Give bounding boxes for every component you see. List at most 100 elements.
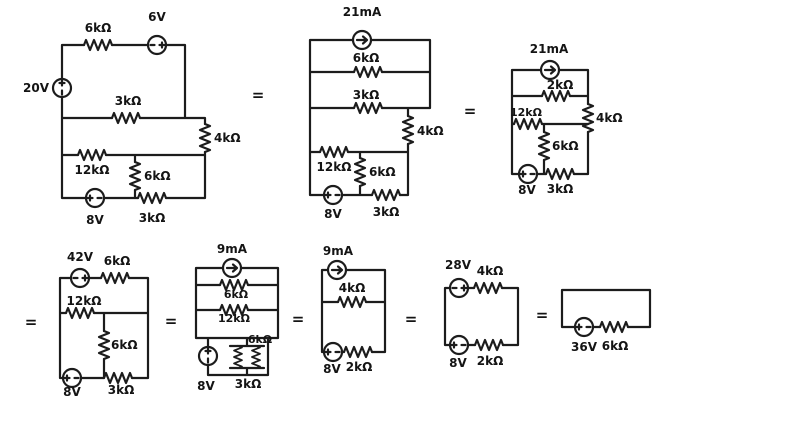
c3-r-right-label: 4kΩ: [596, 111, 623, 125]
resistor-icon: [136, 191, 168, 205]
voltage-source-icon: [448, 334, 470, 356]
resistor-icon: [76, 148, 108, 162]
voltage-source-icon: [573, 316, 595, 338]
voltage-source-icon: [517, 163, 539, 185]
current-source-icon: [221, 257, 243, 279]
c5-r2-label: 12kΩ: [218, 312, 251, 325]
circuit-8: 36V 6kΩ: [560, 288, 652, 354]
equals-sign: =: [292, 310, 305, 328]
wire: [443, 286, 520, 347]
c3-v-bottom-label: 8V: [518, 183, 536, 197]
c3-r-bottom-label: 3kΩ: [547, 182, 574, 196]
c2-r1-label: 6kΩ: [353, 51, 380, 65]
current-source-icon: [326, 259, 348, 281]
c2-i-top-label: 21mA: [343, 5, 382, 19]
c3-r-mid-label: 6kΩ: [552, 139, 579, 153]
c1-r-lower-mid-label: 6kΩ: [144, 169, 171, 183]
c2-r-right-label: 4kΩ: [417, 124, 444, 138]
resistor-icon: [352, 65, 384, 79]
circuit-1: 20V 6kΩ 6V 3kΩ 4kΩ 12kΩ 6kΩ 8V 3kΩ: [23, 10, 241, 227]
equals-sign: =: [464, 102, 477, 120]
resistor-icon: [472, 281, 504, 295]
equals-sign: =: [252, 86, 265, 104]
c2-r-bottom-label: 3kΩ: [373, 205, 400, 219]
resistor-icon: [110, 111, 142, 125]
c4-r-mid-label: 12kΩ: [67, 294, 102, 308]
resistor-icon: [370, 188, 402, 202]
resistor-icon: [352, 101, 384, 115]
c4-v-bottom-label: 8V: [63, 385, 81, 399]
c6-r-top-label: 4kΩ: [339, 281, 366, 295]
equals-sign: =: [405, 310, 418, 328]
c2-v-bottom-label: 8V: [324, 207, 342, 221]
c7-v-bottom-label: 8V: [449, 356, 467, 370]
resistor-icon: [128, 160, 142, 192]
voltage-source-icon: [322, 341, 344, 363]
resistor-icon: [540, 89, 572, 103]
c6-r-bottom-label: 2kΩ: [346, 360, 373, 374]
resistor-icon: [342, 345, 374, 359]
circuit-4: 42V 6kΩ 12kΩ 6kΩ 8V 3kΩ: [58, 250, 150, 399]
voltage-source-icon: [84, 187, 106, 209]
c4-r-top-label: 6kΩ: [104, 254, 131, 268]
c1-r-top-label: 6kΩ: [85, 21, 112, 35]
equals-sign: =: [536, 306, 549, 324]
c7-r-bottom-label: 2kΩ: [477, 354, 504, 368]
c5-r-box-label: 6kΩ: [248, 333, 273, 346]
c2-r-lower-mid-label: 6kΩ: [369, 165, 396, 179]
resistor-icon: [251, 344, 261, 370]
wire: [308, 38, 432, 197]
c1-r-bottom-label: 3kΩ: [139, 211, 166, 225]
voltage-source-icon: [322, 184, 344, 206]
c7-v-top-label: 28V: [445, 258, 472, 272]
equals-sign: =: [25, 313, 38, 331]
c1-r-mid-label: 3kΩ: [115, 94, 142, 108]
c1-r-right-label: 4kΩ: [214, 131, 241, 145]
c1-v-bottom-label: 8V: [86, 213, 104, 227]
resistor-icon: [336, 295, 368, 309]
resistor-icon: [353, 156, 367, 188]
voltage-source-icon: [69, 267, 91, 289]
c4-r-bottom-label: 3kΩ: [108, 383, 135, 397]
c4-v-top-label: 42V: [67, 250, 94, 264]
resistor-icon: [581, 102, 595, 134]
c5-r1-label: 6kΩ: [224, 288, 249, 301]
resistor-icon: [318, 145, 350, 159]
c3-r-top-label: 2kΩ: [547, 78, 574, 92]
resistor-icon: [82, 38, 114, 52]
resistor-icon: [544, 167, 576, 181]
c7-r-top-label: 4kΩ: [477, 264, 504, 278]
voltage-source-icon: [51, 77, 73, 99]
voltage-source-icon: [448, 277, 470, 299]
resistor-icon: [102, 371, 134, 385]
resistor-icon: [99, 271, 131, 285]
voltage-source-icon: [146, 34, 168, 56]
resistor-icon: [598, 320, 630, 334]
current-source-icon: [539, 59, 561, 81]
circuit-5: 9mA 6kΩ 12kΩ 6kΩ 8V 3kΩ: [194, 242, 280, 393]
c5-i-top-label: 9mA: [217, 242, 248, 256]
c6-v-bottom-label: 8V: [323, 362, 341, 376]
c2-r-lower-left-label: 12kΩ: [317, 160, 352, 174]
resistor-icon: [401, 114, 415, 146]
resistor-icon: [64, 306, 96, 320]
c5-r-bottom-label: 3kΩ: [235, 377, 262, 391]
c1-v-top-label: 6V: [148, 10, 166, 24]
wire: [560, 288, 652, 329]
circuit-3: 21mA 2kΩ 4kΩ 12kΩ 6kΩ 8V 3kΩ: [510, 42, 623, 197]
circuit-6: 9mA 4kΩ 8V 2kΩ: [320, 244, 387, 376]
c8-v-source-label: 36V: [571, 340, 598, 354]
resistor-icon: [537, 130, 551, 162]
equals-sign: =: [165, 312, 178, 330]
c2-r2-label: 3kΩ: [353, 88, 380, 102]
c3-i-top-label: 21mA: [530, 42, 569, 56]
circuit-7: 28V 4kΩ 8V 2kΩ: [443, 258, 520, 370]
resistor-icon: [233, 344, 243, 370]
resistor-icon: [198, 122, 212, 154]
c3-r-left-label: 12kΩ: [510, 106, 543, 119]
c1-r-lower-left-label: 12kΩ: [75, 163, 110, 177]
c1-v-left-label: 20V: [23, 81, 50, 95]
wire: [58, 276, 150, 380]
